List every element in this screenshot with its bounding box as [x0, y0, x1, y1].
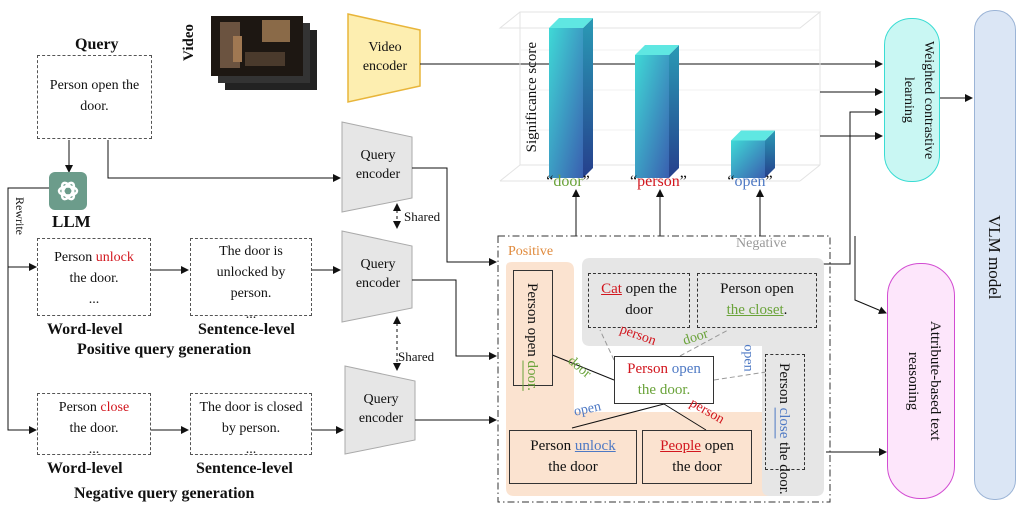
- vlm-model-box: VLM model: [974, 10, 1016, 500]
- query-encoder-shape-1: [341, 121, 413, 213]
- video-encoder-label: Video encoder: [362, 40, 408, 74]
- llm-logo: [49, 172, 87, 210]
- bar-open: [731, 140, 765, 178]
- positive-unlock-c: the door: [548, 459, 598, 475]
- weighted-learning-label: Weighted contrastive learning: [901, 40, 936, 160]
- attribute-reasoning-label: Attribute-based text reasoning: [905, 321, 943, 441]
- bar-top-person: [635, 45, 679, 55]
- bar-side-open: [765, 130, 775, 178]
- bar-person: [635, 55, 669, 178]
- llm-label: LLM: [52, 212, 91, 231]
- positive-vertical-b: door.: [524, 360, 540, 391]
- positive-vertical-text: Person open door.: [522, 283, 542, 391]
- query-title: Query: [75, 36, 119, 53]
- weighted-learning-box: Weighted contrastive learning: [884, 18, 940, 182]
- graph-panel-border: [497, 235, 831, 503]
- vlm-model-label: VLM model: [985, 215, 1004, 300]
- positive-unlock-box: Person unlock the door: [509, 430, 637, 484]
- negative-word-text-c: the door.: [69, 421, 119, 436]
- bar-top-open: [731, 130, 775, 141]
- chart-bars: [549, 18, 775, 178]
- rewrite-label: Rewrite: [13, 197, 27, 235]
- negative-word-verb: close: [100, 400, 130, 415]
- video-label: Video: [181, 24, 197, 61]
- negative-closet-a: Person open: [720, 281, 794, 297]
- query-encoder-shape-3: [344, 365, 416, 455]
- positive-title: Positive: [508, 244, 554, 259]
- negative-sentence-level-label: Sentence-level: [196, 460, 293, 477]
- center-b: open: [671, 361, 701, 377]
- bar-side-person: [669, 45, 679, 178]
- positive-caption: Positive query generation: [77, 341, 252, 358]
- negative-sentence-text: The door is closed by person.: [199, 400, 303, 436]
- chart-category-label-person: “person”: [630, 173, 687, 190]
- negative-vertical-c: the door.: [776, 438, 792, 495]
- positive-unlock-word: unlock: [574, 438, 616, 454]
- negative-cat-c: door: [625, 302, 653, 318]
- negative-vertical-b: close: [776, 407, 792, 439]
- positive-word-text-c: the door.: [69, 271, 119, 286]
- negative-word-box: Person close the door. ...: [37, 393, 151, 457]
- query-encoder-label-2: Query encoder: [355, 257, 401, 291]
- positive-people-b: open: [700, 438, 734, 454]
- query-box: Person open the door.: [37, 55, 152, 139]
- video-frames: [211, 16, 317, 90]
- positive-vertical-box: Person open door.: [513, 270, 553, 391]
- positive-word-text-a: Person: [54, 250, 96, 265]
- shared-label-2: Shared: [398, 349, 435, 364]
- negative-closet-c: .: [783, 302, 788, 318]
- query-encoder-label-1: Query encoder: [355, 148, 401, 182]
- positive-sentence-box: The door is unlocked by person. ...: [190, 238, 312, 322]
- bar-side-door: [583, 18, 593, 178]
- positive-word-dots: ...: [88, 292, 100, 307]
- positive-sentence-text: The door is unlocked by person.: [216, 244, 286, 301]
- negative-cat-b: open the: [621, 281, 677, 297]
- negative-word-dots: ...: [88, 442, 100, 457]
- query-text: Person open the door.: [49, 78, 140, 114]
- query-encoder-label-3: Query encoder: [358, 392, 404, 426]
- center-query-node: Person open the door.: [614, 356, 714, 404]
- bar-top-door: [549, 18, 593, 28]
- positive-people-word: People: [660, 438, 701, 454]
- negative-caption: Negative query generation: [74, 485, 255, 502]
- attribute-reasoning-box: Attribute-based text reasoning: [887, 263, 955, 499]
- video-encoder-shape: [347, 13, 421, 103]
- positive-word-verb: unlock: [95, 250, 134, 265]
- center-c: the door.: [637, 382, 691, 398]
- negative-sentence-dots: ...: [245, 442, 257, 457]
- negative-closet-box: Person open the closet.: [697, 273, 817, 328]
- negative-closet-word: the closet: [726, 302, 784, 318]
- positive-word-box: Person unlock the door. ...: [37, 238, 151, 316]
- shared-label-1: Shared: [404, 209, 441, 224]
- positive-sentence-dots: ...: [245, 307, 257, 322]
- positive-unlock-a: Person: [530, 438, 575, 454]
- negative-cat-word: Cat: [601, 281, 622, 297]
- edge-label-open-negative: open: [740, 344, 756, 372]
- query-encoder-shape-2: [341, 230, 413, 323]
- negative-vertical-a: Person: [776, 363, 792, 408]
- bar-door: [549, 28, 583, 178]
- negative-vertical-text: Person close the door.: [774, 363, 794, 495]
- negative-word-text-a: Person: [58, 400, 101, 415]
- positive-word-level-label: Word-level: [47, 321, 123, 338]
- negative-cat-box: Cat open the door: [588, 273, 690, 328]
- negative-title: Negative: [736, 236, 787, 251]
- positive-sentence-level-label: Sentence-level: [198, 321, 295, 338]
- center-a: Person: [627, 361, 672, 377]
- chart-category-label-door: “door”: [546, 173, 590, 190]
- openai-icon: [57, 181, 79, 201]
- positive-vertical-a: Person open: [524, 283, 540, 361]
- chart-category-label-open: “open”: [727, 173, 773, 190]
- positive-people-box: People open the door: [642, 430, 752, 484]
- negative-vertical-box: Person close the door.: [765, 354, 805, 495]
- negative-word-level-label: Word-level: [47, 460, 123, 477]
- positive-people-c: the door: [672, 459, 722, 475]
- chart-ylabel: Significance score: [524, 42, 540, 153]
- negative-sentence-box: The door is closed by person. ...: [190, 393, 312, 457]
